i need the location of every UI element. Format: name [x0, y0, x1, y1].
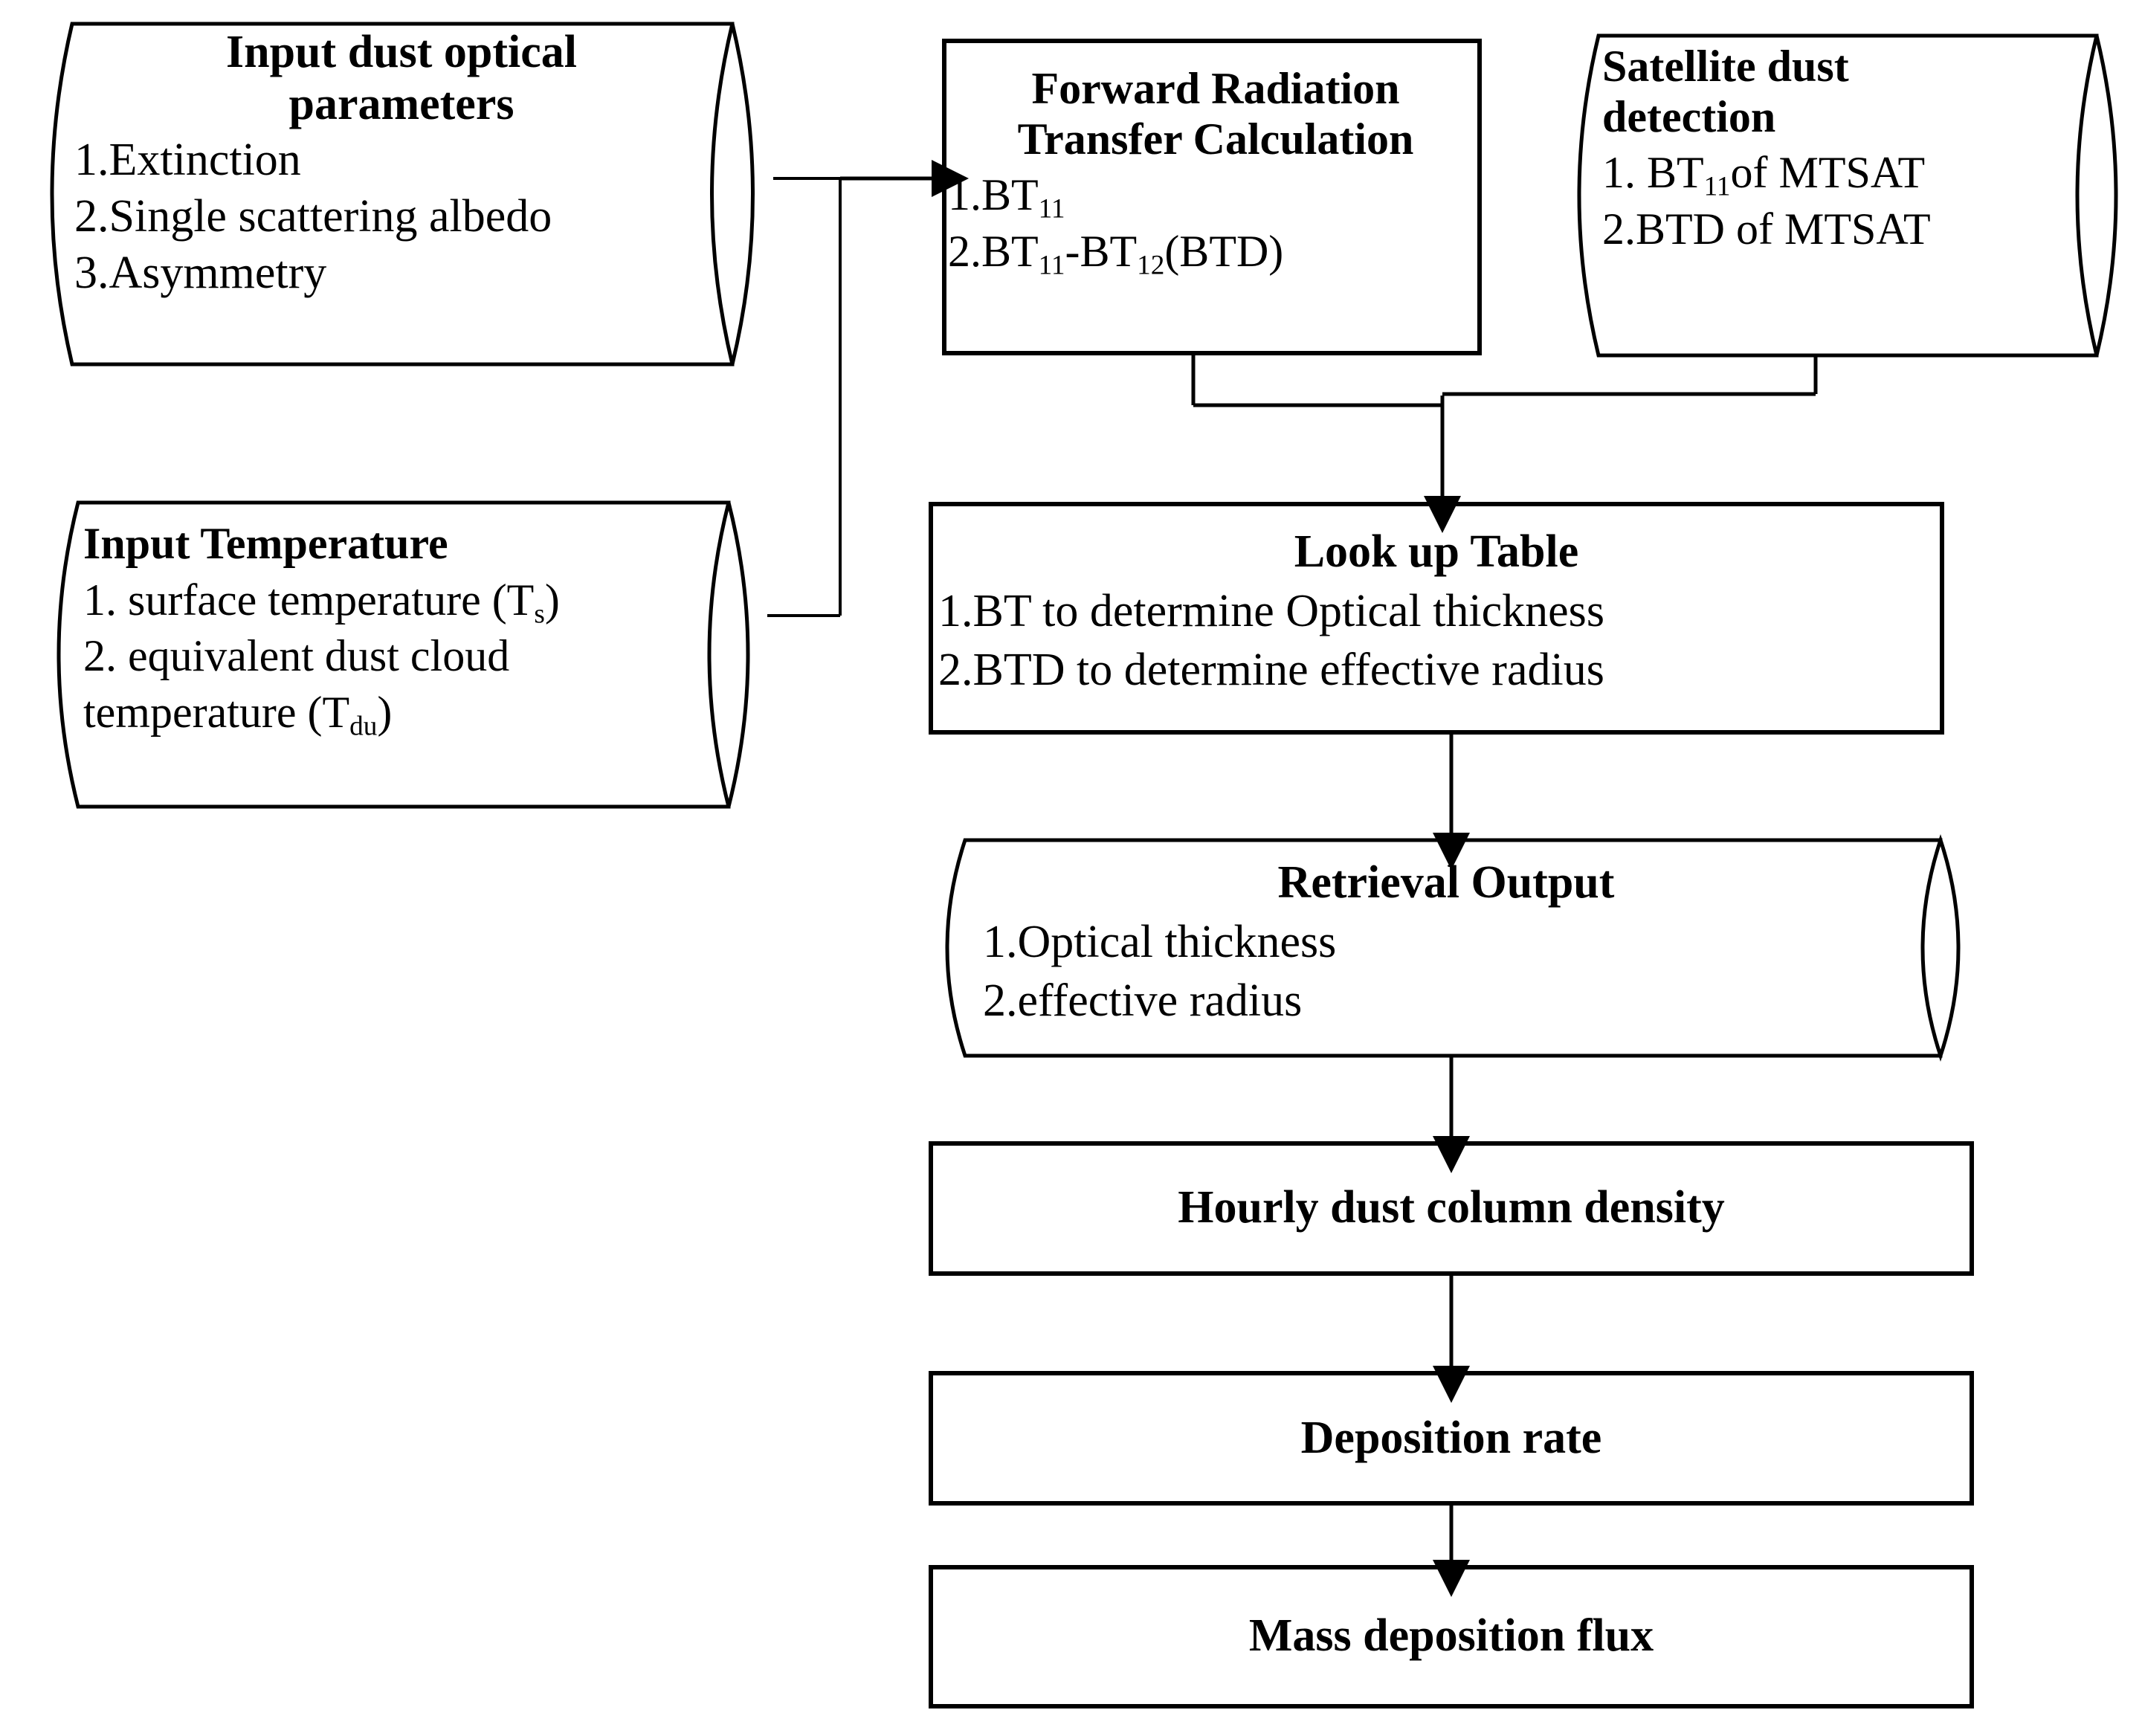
node-title-line1: Satellite dust	[1602, 42, 1849, 91]
node-item-2: 2.BTD to determine effective radius	[938, 645, 1604, 696]
node-forward-radiation: Forward Radiation Transfer Calculation 1…	[948, 64, 1476, 279]
node-title-line1: Input dust optical	[225, 27, 578, 77]
node-item-2: 2.Single scattering albedo	[74, 191, 552, 242]
subscript-11: 11	[1038, 193, 1065, 225]
node-input-dust-optical: Input dust optical parameters 1.Extincti…	[74, 28, 729, 298]
node-input-temperature-shape	[57, 500, 750, 809]
node-item-3: temperature (Tdu)	[83, 687, 393, 742]
node-mass-deposition-flux: Mass deposition flux	[931, 1610, 1972, 1661]
node-hourly-dust-column-density: Hourly dust column density	[931, 1182, 1972, 1233]
node-title-line2: detection	[1602, 91, 1776, 141]
node-satellite-detection-shape	[1577, 33, 2118, 358]
node-item-2: 2.BT11-BT12(BTD)	[948, 226, 1284, 281]
node-item-1: 1.BT11	[948, 170, 1065, 225]
node-input-temperature: Input Temperature 1. surface temperature…	[83, 519, 738, 742]
node-look-up-table: Look up Table 1.BT to determine Optical …	[938, 526, 1935, 696]
subscript-11: 11	[1703, 171, 1731, 202]
node-forward-radiation-shape	[942, 39, 1482, 355]
node-title: Mass deposition flux	[1248, 1610, 1654, 1661]
node-retrieval-output: Retrieval Output 1.Optical thickness 2.e…	[974, 857, 1918, 1027]
node-deposition-rate: Deposition rate	[931, 1413, 1972, 1463]
subscript-12: 12	[1137, 250, 1165, 281]
node-title-line2: parameters	[288, 78, 514, 129]
node-item-1: 1.BT to determine Optical thickness	[938, 585, 1604, 636]
node-title: Deposition rate	[1300, 1413, 1602, 1463]
node-look-up-table-shape	[929, 502, 1944, 735]
node-title: Look up Table	[1294, 526, 1579, 577]
node-title: Retrieval Output	[1277, 857, 1615, 908]
node-item-3: 3.Asymmetry	[74, 247, 327, 298]
node-item-2: 2.effective radius	[983, 975, 1303, 1027]
node-title-line2: Transfer Calculation	[1017, 114, 1414, 164]
subscript-du: du	[349, 711, 378, 742]
node-title-line1: Forward Radiation	[1031, 64, 1400, 113]
subscript-s: s	[534, 598, 545, 629]
node-satellite-detection: Satellite dust detection 1. BT11of MTSAT…	[1602, 42, 2123, 254]
node-item-1: 1.Optical thickness	[983, 916, 1337, 967]
node-item-1: 1.Extinction	[74, 135, 301, 186]
subscript-11: 11	[1038, 250, 1065, 281]
node-item-1: 1. surface temperature (Ts)	[83, 575, 560, 629]
node-title: Input Temperature	[83, 519, 448, 568]
node-title: Hourly dust column density	[1178, 1182, 1725, 1233]
node-retrieval-output-shape	[945, 834, 1961, 1062]
node-item-1: 1. BT11of MTSAT	[1602, 148, 1926, 202]
node-item-2: 2. equivalent dust cloud	[83, 631, 510, 681]
node-item-2: 2.BTD of MTSAT	[1602, 204, 1931, 254]
node-input-dust-optical-shape	[50, 22, 755, 367]
